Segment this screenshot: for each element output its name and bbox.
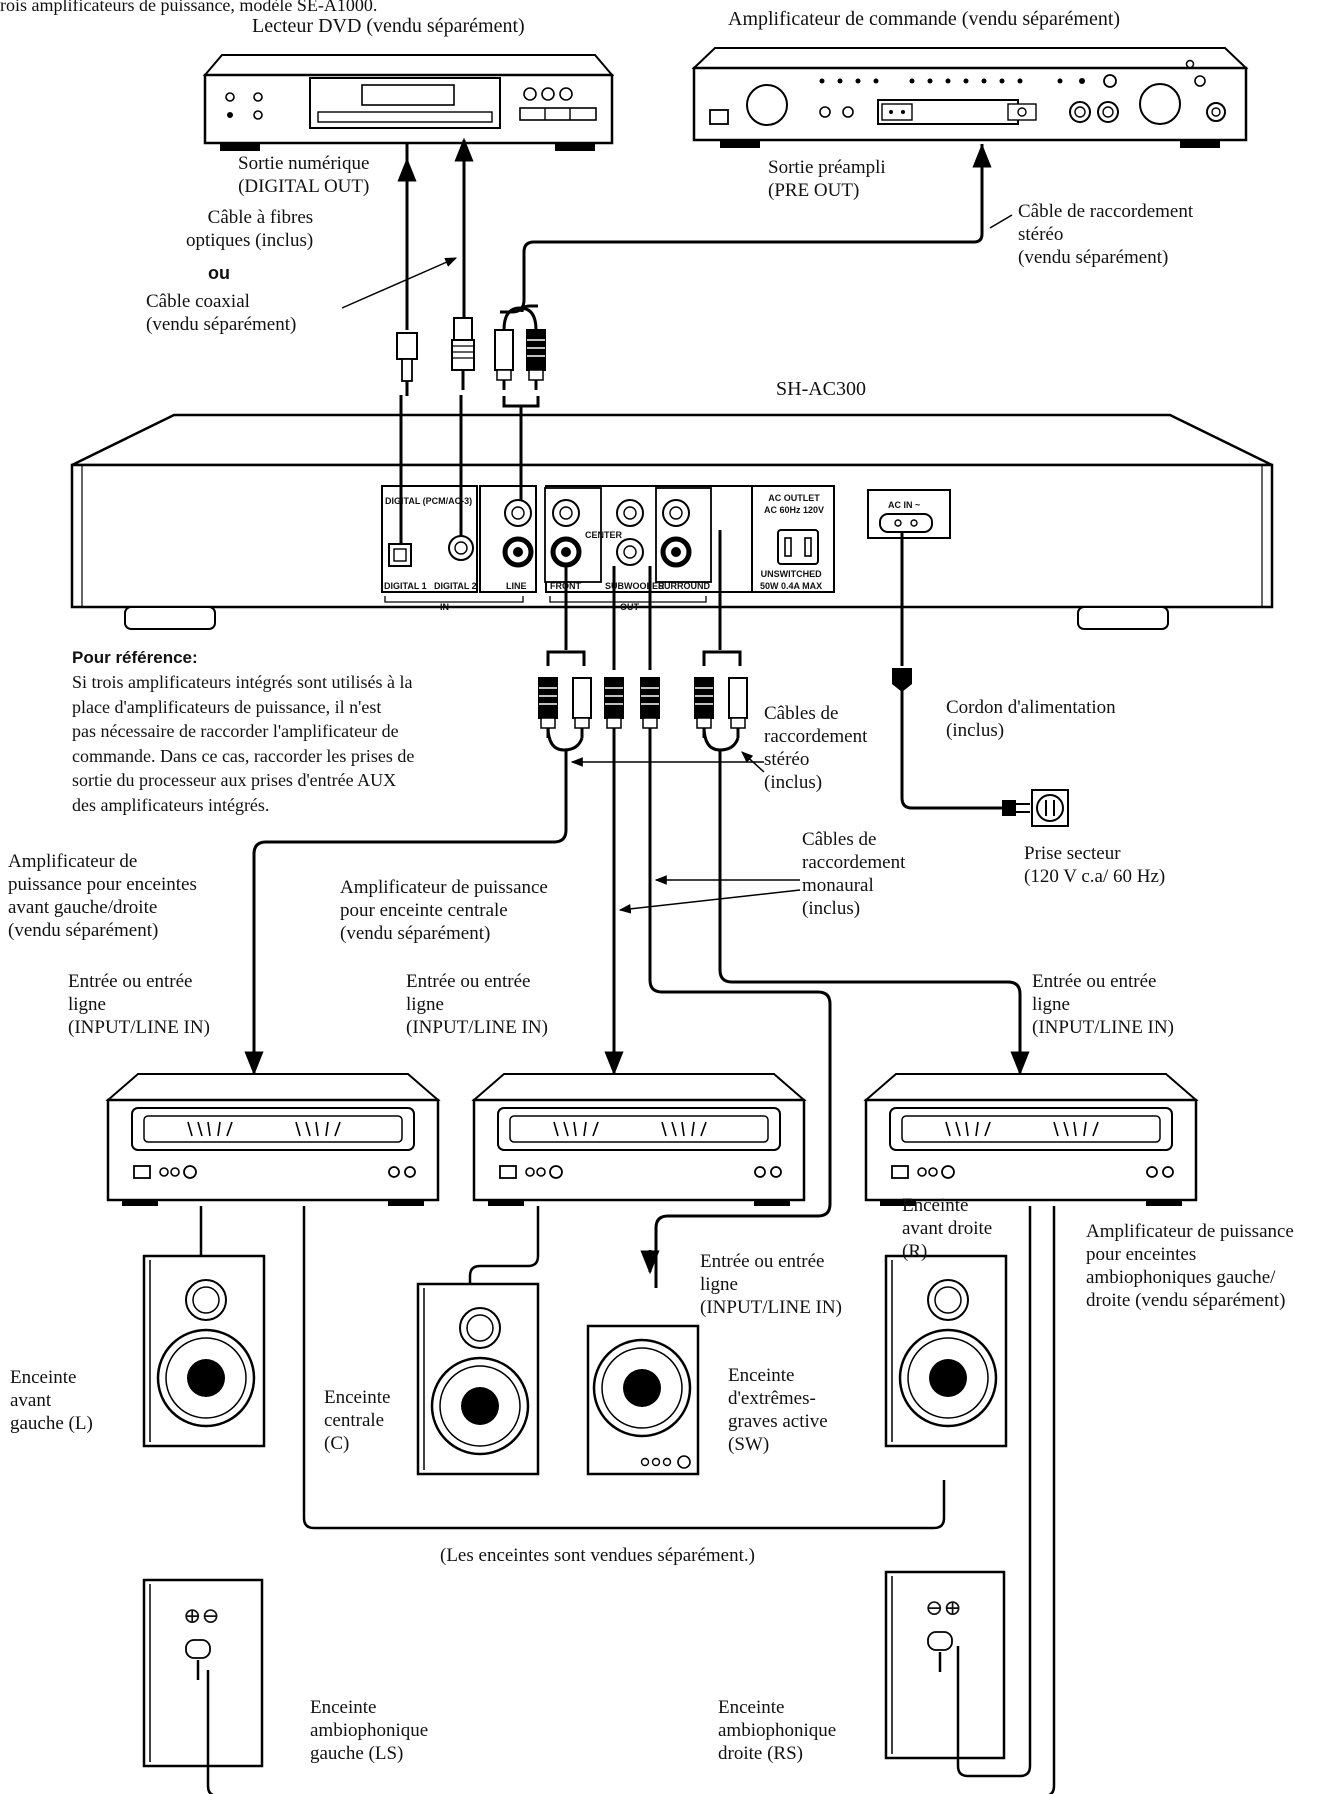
outlet-label: Prise secteur(120 V c.a/ 60 Hz) (1024, 842, 1165, 888)
control-amp-label: Amplificateur de commande (vendu séparém… (728, 8, 1120, 31)
processor-label: SH-AC300 (776, 378, 866, 401)
note-title: Pour référence: (72, 648, 198, 668)
speaker-front-left (144, 1256, 264, 1446)
dvd-player (205, 55, 612, 151)
dvd-player-label: Lecteur DVD (vendu séparément) (252, 15, 525, 38)
subwoofer-plug (641, 678, 659, 738)
power-amp-surround (866, 1074, 1196, 1206)
panel-digital1: DIGITAL 1 (384, 575, 427, 598)
center-plug (605, 678, 623, 738)
polarity-rs: ⊖⊕ (925, 1596, 962, 1619)
panel-ac-in: AC IN ~ (888, 494, 920, 517)
stereo-plug-left (495, 330, 513, 390)
panel-front: FRONT (550, 575, 581, 598)
panel-surround: SURROUND (658, 575, 710, 598)
stereo-plug-right (527, 330, 545, 390)
panel-out: OUT (620, 596, 639, 619)
panel-in: IN (440, 596, 449, 619)
or-label: ou (208, 262, 230, 285)
power-plug (892, 668, 1068, 826)
front-plug-right (573, 678, 591, 738)
power-cord-label: Cordon d'alimentation(inclus) (946, 696, 1116, 742)
panel-center: CENTER (585, 524, 622, 547)
power-amp-center (474, 1074, 804, 1206)
speaker-front-right (886, 1256, 1006, 1446)
digital-out-label: Sortie numérique(DIGITAL OUT) (238, 152, 369, 198)
panel-line: LINE (506, 575, 527, 598)
polarity-ls: ⊕⊖ (183, 1604, 220, 1627)
coaxial-cable-label: Câble coaxial(vendu séparément) (146, 290, 296, 336)
control-amplifier (694, 48, 1246, 148)
speaker-subwoofer (588, 1326, 698, 1474)
panel-subwoofer: SUBWOOFER (605, 575, 665, 598)
pre-out-label: Sortie préampli(PRE OUT) (768, 156, 886, 202)
surround-plug-right (729, 678, 747, 738)
speaker-center (418, 1284, 538, 1474)
optical-plug (397, 333, 417, 396)
power-amp-front (108, 1074, 438, 1206)
speakers-sold-separately: (Les enceintes sont vendues séparément.) (440, 1544, 755, 1567)
note-body: Si trois amplificateurs intégrés sont ut… (72, 670, 414, 817)
coaxial-plug (452, 318, 474, 390)
panel-digital-group: DIGITAL (PCM/AC-3) (385, 490, 472, 513)
surround-plug-left (695, 678, 713, 738)
top-arrows (407, 140, 982, 300)
panel-digital2: DIGITAL 2 (434, 575, 477, 598)
front-plug-left (539, 678, 557, 738)
